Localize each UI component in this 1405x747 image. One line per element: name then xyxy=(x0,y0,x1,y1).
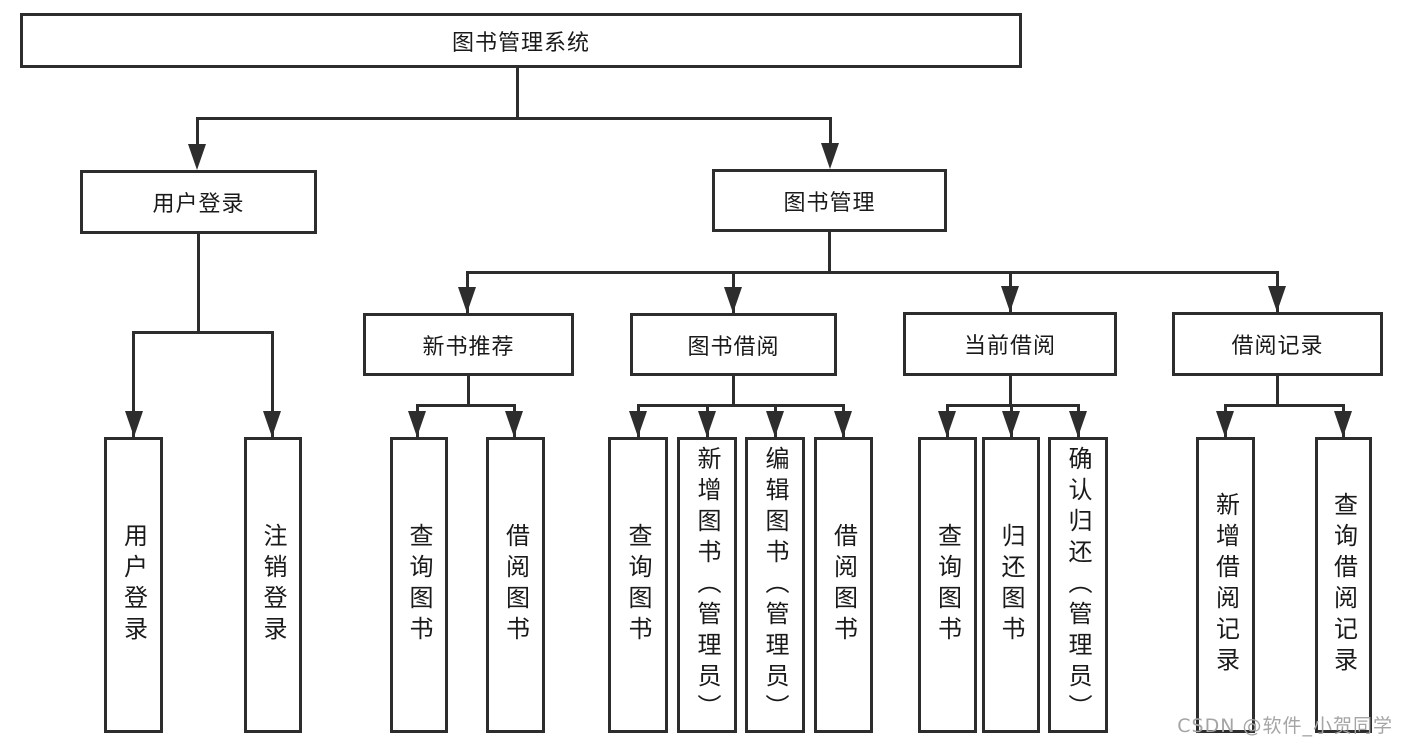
connector-borrow-record-trunk xyxy=(1276,376,1279,406)
connector-new-book-branch xyxy=(416,404,516,407)
arrowhead-cb-return-books xyxy=(1002,411,1020,437)
arrowhead-book-borrow xyxy=(724,287,742,313)
leaf-user-login: 用户登录 xyxy=(104,437,163,733)
connector-root-branch xyxy=(196,117,832,120)
node-new-book-recommend: 新书推荐 xyxy=(363,313,574,376)
leaf-user-login-label: 用户登录 xyxy=(119,523,148,647)
leaf-br-query-record-label: 查询借阅记录 xyxy=(1329,492,1358,678)
arrowhead-current-borrow xyxy=(1001,286,1019,312)
connector-book-borrow-trunk xyxy=(732,376,735,406)
connector-book-mgmt-trunk xyxy=(828,232,831,273)
leaf-bb-query-books-label: 查询图书 xyxy=(624,523,652,647)
connector-root-trunk xyxy=(516,68,519,119)
arrowhead-bb-query-books xyxy=(629,411,647,437)
node-library-system-label: 图书管理系统 xyxy=(451,30,590,56)
node-new-book-recommend-label: 新书推荐 xyxy=(422,334,515,360)
leaf-nb-query-books: 查询图书 xyxy=(390,437,448,733)
arrowhead-book-management xyxy=(821,143,839,169)
leaf-bb-borrow-books: 借阅图书 xyxy=(814,437,873,733)
arrowhead-bb-add-books xyxy=(698,411,716,437)
arrowhead-cb-confirm-return xyxy=(1069,411,1087,437)
arrowhead-cb-query-books xyxy=(938,411,956,437)
leaf-bb-add-books-admin: 新增图书（管理员） xyxy=(677,437,737,733)
connector-user-login-arm-2 xyxy=(271,331,274,437)
node-borrow-record-label: 借阅记录 xyxy=(1231,334,1324,359)
leaf-bb-edit-books-admin: 编辑图书（管理员） xyxy=(745,437,805,733)
arrowhead-nb-borrow-books xyxy=(505,411,523,437)
leaf-nb-borrow-books: 借阅图书 xyxy=(486,437,545,733)
arrowhead-bb-edit-books xyxy=(766,411,784,437)
leaf-bb-add-books-admin-label: 新增图书（管理员） xyxy=(693,445,721,725)
leaf-cb-query-books: 查询图书 xyxy=(918,437,977,733)
leaf-cb-query-books-label: 查询图书 xyxy=(933,523,962,647)
node-book-management: 图书管理 xyxy=(712,169,947,232)
leaf-br-add-record: 新增借阅记录 xyxy=(1196,437,1255,733)
node-current-borrow-label: 当前借阅 xyxy=(963,334,1056,359)
node-current-borrow: 当前借阅 xyxy=(903,312,1117,376)
leaf-logout-label: 注销登录 xyxy=(259,523,287,647)
connector-new-book-trunk xyxy=(467,376,470,406)
connector-book-borrow-branch xyxy=(637,404,845,407)
connector-root-arm-right xyxy=(829,117,832,146)
leaf-nb-query-books-label: 查询图书 xyxy=(405,523,433,647)
arrowhead-new-book-recommend xyxy=(458,287,476,313)
leaf-bb-borrow-books-label: 借阅图书 xyxy=(829,523,858,647)
arrowhead-leaf-user-login xyxy=(125,411,143,437)
leaf-nb-borrow-books-label: 借阅图书 xyxy=(501,523,530,647)
node-book-borrow-label: 图书借阅 xyxy=(687,334,780,360)
arrowhead-br-add-record xyxy=(1216,411,1234,437)
node-library-system: 图书管理系统 xyxy=(20,13,1022,68)
node-book-management-label: 图书管理 xyxy=(783,190,876,216)
connector-user-login-branch xyxy=(132,331,274,334)
arrowhead-bb-borrow-books xyxy=(834,411,852,437)
connector-book-mgmt-branch xyxy=(466,271,1279,274)
connector-current-borrow-trunk xyxy=(1009,376,1012,406)
leaf-logout: 注销登录 xyxy=(244,437,302,733)
connector-root-arm-left xyxy=(196,117,199,147)
leaf-bb-query-books: 查询图书 xyxy=(608,437,668,733)
leaf-cb-return-books-label: 归还图书 xyxy=(997,523,1025,647)
leaf-cb-return-books: 归还图书 xyxy=(982,437,1040,733)
arrowhead-br-query-record xyxy=(1334,411,1352,437)
connector-current-borrow-branch xyxy=(946,404,1080,407)
leaf-br-add-record-label: 新增借阅记录 xyxy=(1211,492,1240,678)
leaf-bb-edit-books-admin-label: 编辑图书（管理员） xyxy=(761,445,789,725)
connector-user-login-trunk xyxy=(197,234,200,333)
arrowhead-user-login xyxy=(188,144,206,170)
leaf-cb-confirm-return-admin: 确认归还（管理员） xyxy=(1048,437,1108,733)
leaf-cb-confirm-return-admin-label: 确认归还（管理员） xyxy=(1064,445,1092,725)
node-user-login: 用户登录 xyxy=(80,170,317,234)
arrowhead-leaf-logout xyxy=(263,411,281,437)
leaf-br-query-record: 查询借阅记录 xyxy=(1315,437,1372,733)
node-borrow-record: 借阅记录 xyxy=(1172,312,1383,376)
node-user-login-label: 用户登录 xyxy=(152,192,245,217)
connector-borrow-record-branch xyxy=(1224,404,1345,407)
node-book-borrow: 图书借阅 xyxy=(630,313,837,376)
arrowhead-borrow-record xyxy=(1268,286,1286,312)
csdn-watermark: CSDN @软件_小贺同学 xyxy=(1177,715,1393,737)
connector-user-login-arm-1 xyxy=(132,331,135,437)
arrowhead-nb-query-books xyxy=(408,411,426,437)
